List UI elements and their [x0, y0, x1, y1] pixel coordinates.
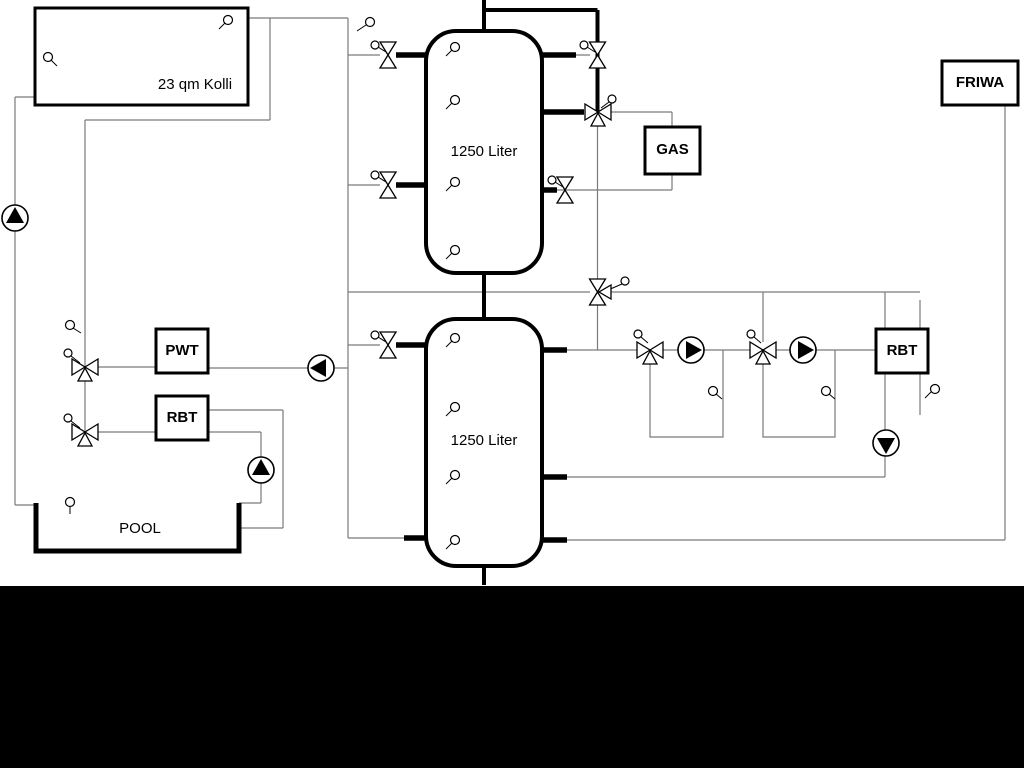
valve-icon [579, 40, 607, 69]
sensor-icon [924, 383, 941, 399]
sensor-icon [356, 16, 376, 32]
three-way-valve-icon [63, 413, 99, 447]
three-way-valve-icon [633, 329, 664, 365]
sensor-icon [445, 94, 461, 110]
pump-icon [1, 204, 29, 232]
sensor-icon [42, 51, 58, 67]
rbt-pool-box [154, 394, 210, 442]
sensor-icon [64, 319, 82, 334]
buffer-tank-top-label: 1250 Liter [450, 143, 518, 160]
rbt-heating-label: RBT [886, 342, 918, 359]
pump-icon [307, 354, 335, 382]
valve-icon [370, 330, 398, 359]
friwa-box [940, 59, 1020, 107]
buffer-tank-top [424, 29, 544, 275]
pool-label: POOL [119, 520, 161, 537]
valve-icon [370, 170, 398, 199]
pump-icon [247, 456, 275, 484]
schematic-canvas: 23 qm Kolli 1250 Liter 1250 Liter PWT RB… [0, 0, 1024, 586]
piping-diagram [1, 0, 1020, 585]
pwt-box [154, 327, 210, 375]
sensor-icon [64, 496, 76, 514]
collector-label: 23 qm Kolli [157, 76, 233, 93]
footer-bar [0, 586, 1024, 768]
rbt-pool-label: RBT [166, 409, 198, 426]
buffer-tank-bottom-label: 1250 Liter [450, 432, 518, 449]
sensor-icon [445, 469, 461, 485]
collector-box [33, 6, 250, 107]
sensor-icon [445, 401, 461, 417]
sensor-icon [445, 332, 461, 348]
sensor-icon [707, 385, 723, 400]
pump-icon [677, 336, 705, 364]
gas-boiler-label: GAS [656, 141, 689, 158]
three-way-valve-icon [746, 329, 777, 365]
sensor-icon [445, 176, 461, 192]
sensor-icon [218, 14, 234, 30]
valve-icon [370, 40, 398, 69]
three-way-valve-icon [588, 276, 630, 306]
sensor-icon [445, 244, 461, 260]
pool-basin [33, 503, 242, 554]
valve-icon [547, 175, 575, 204]
pump-icon [789, 336, 817, 364]
sensor-icon [445, 534, 461, 550]
buffer-tank-bottom [424, 317, 544, 568]
three-way-valve-icon [584, 94, 617, 127]
pwt-label: PWT [165, 342, 199, 359]
pump-icon [872, 429, 900, 457]
gas-boiler-box [643, 125, 702, 176]
three-way-valve-icon [63, 348, 99, 382]
friwa-label: FRIWA [955, 74, 1005, 91]
sensor-icon [820, 385, 836, 400]
rbt-heating-box [874, 327, 930, 375]
sensor-icon [445, 41, 461, 57]
